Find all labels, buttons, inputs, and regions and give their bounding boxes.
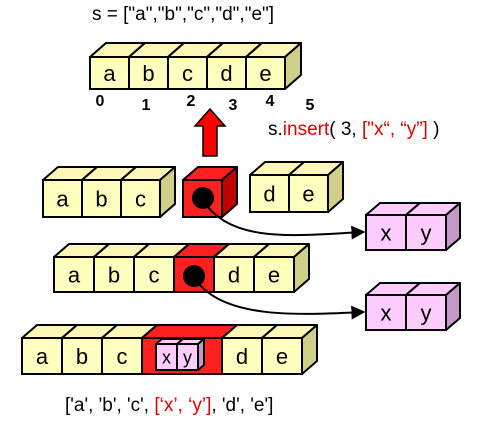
cell-label: c <box>149 262 160 287</box>
insert-call-args-close: ) <box>427 119 440 140</box>
cell-label: a <box>68 262 81 287</box>
cell-front-face <box>245 56 286 90</box>
result-prefix: ['a', 'b', 'c', <box>65 395 155 416</box>
cell-front-face <box>221 337 263 375</box>
final-cell-e: e <box>261 324 318 375</box>
cell-front-face <box>176 343 199 371</box>
cell-front-face <box>101 337 143 375</box>
cell-label: a <box>36 344 49 369</box>
cell-label: e <box>302 181 314 206</box>
pointer-connector-lower <box>193 276 366 320</box>
array-definition: s = ["a","b","c","d","e"] <box>92 4 275 25</box>
cell-label: e <box>259 61 271 86</box>
cell-label: d <box>263 181 275 206</box>
insert-method-name: insert <box>282 119 330 140</box>
inserted-item-lower-y: y <box>405 282 461 331</box>
result-inserted-part: [‘x’, ‘y’] <box>154 395 212 416</box>
insert-call-label: s.insert( 3, ["x“, “y”] ) <box>268 119 439 141</box>
result-suffix: , 'd', 'e'] <box>211 395 274 416</box>
cell-label: a <box>56 186 69 211</box>
cell-front-face <box>42 179 83 218</box>
cell-label: b <box>95 186 107 211</box>
cell-label: y <box>183 347 192 367</box>
insert-call-prefix: s. <box>268 119 283 140</box>
index-label-0: 0 <box>96 93 105 110</box>
index-label-2: 2 <box>187 93 196 110</box>
cell-label: c <box>117 344 128 369</box>
cell-front-face <box>120 179 161 218</box>
index-label-3: 3 <box>229 97 238 114</box>
cell-front-face <box>21 337 63 375</box>
cell-front-face <box>261 337 303 375</box>
cell-front-face <box>61 337 103 375</box>
cell-label: d <box>220 61 232 86</box>
split-left-cell-c: c <box>120 166 176 218</box>
cell-front-face <box>133 256 175 293</box>
cell-front-face <box>405 214 447 251</box>
cell-label: d <box>236 344 248 369</box>
cell-front-face <box>213 256 255 293</box>
cell-front-face <box>206 56 247 90</box>
cell-label: e <box>268 262 280 287</box>
cell-front-face <box>405 294 447 331</box>
cell-front-face <box>288 174 329 213</box>
cell-label: x <box>381 220 392 245</box>
cell-label: y <box>421 220 432 245</box>
cell-label: x <box>162 347 171 367</box>
cell-label: d <box>228 262 240 287</box>
result-list-label: ['a', 'b', 'c', [‘x’, ‘y’], 'd', 'e'] <box>65 395 273 417</box>
cell-front-face <box>128 56 169 90</box>
cell-front-face <box>253 256 295 293</box>
cell-label: b <box>142 61 154 86</box>
up-arrow-icon <box>193 107 227 157</box>
cell-label: c <box>135 186 146 211</box>
inserted-item-upper-y: y <box>405 202 461 251</box>
cell-front-face <box>249 174 290 213</box>
insert-list-argument: ["x“, “y”] <box>361 119 428 140</box>
split-right-cell-e: e <box>288 161 344 213</box>
cell-label: y <box>421 300 432 325</box>
cell-front-face <box>89 56 130 90</box>
index-label-1: 1 <box>142 97 151 114</box>
pointer-dot-upper <box>192 187 214 209</box>
cell-label: b <box>76 344 88 369</box>
original-cell-e: e <box>245 42 302 90</box>
pointer-dot-lower <box>183 265 205 287</box>
pointer-connector-upper <box>202 199 366 240</box>
cell-label: c <box>182 61 193 86</box>
pointer-row-cell-b: b <box>93 243 150 293</box>
final-inserted-y: y <box>176 338 205 371</box>
cell-label: e <box>276 344 288 369</box>
pointer-row-cell-e: e <box>253 243 310 293</box>
index-label-5: 5 <box>306 97 315 114</box>
index-label-4: 4 <box>266 93 275 110</box>
cell-label: b <box>108 262 120 287</box>
insert-call-args-open: ( 3, <box>329 119 362 140</box>
cell-label: a <box>103 61 116 86</box>
cell-label: x <box>381 300 392 325</box>
